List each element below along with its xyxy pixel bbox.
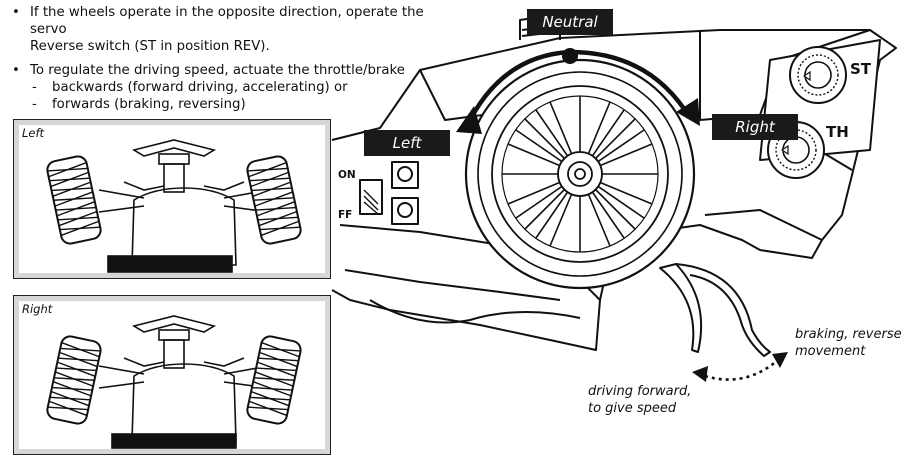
braking-note: braking, reverse movement	[795, 326, 905, 360]
bullet-dot: •	[12, 63, 20, 78]
sub-item-text: backwards (forward driving, accelerating…	[52, 80, 348, 95]
dash: -	[32, 80, 37, 95]
panel-steer-right: Right	[13, 295, 331, 455]
bullet-dot: •	[12, 5, 20, 20]
bullet-text-line: To regulate the driving speed, actuate t…	[30, 63, 405, 78]
sub-item: - backwards (forward driving, accelerati…	[30, 79, 448, 96]
car-front-left-illustration	[46, 139, 302, 273]
right-wheel	[246, 335, 302, 425]
left-tag: Left	[364, 130, 450, 156]
note-line: to give speed	[588, 401, 677, 416]
th-label: TH	[826, 123, 849, 141]
forward-note: driving forward, to give speed	[588, 383, 728, 417]
neutral-point	[562, 48, 578, 64]
car-front-right-illustration	[46, 315, 302, 449]
dash: -	[32, 97, 37, 112]
panel-label: Right	[22, 302, 53, 316]
trigger-direction-arrow	[704, 359, 779, 381]
steering-wheel	[464, 58, 696, 290]
transmitter-body	[331, 29, 897, 351]
panel-steer-left: Left	[13, 119, 331, 279]
bullet-text-line: Reverse switch (ST in position REV).	[30, 39, 270, 54]
st-label: ST	[850, 60, 872, 78]
left-wheel	[46, 155, 102, 245]
neutral-tag: Neutral	[527, 9, 613, 35]
sub-item-text: forwards (braking, reversing)	[52, 97, 246, 112]
arrowhead	[772, 352, 788, 368]
bullet-text-line: If the wheels operate in the opposite di…	[30, 5, 424, 37]
off-label: FF	[338, 209, 353, 221]
note-line: movement	[795, 344, 866, 359]
instructions: • If the wheels operate in the opposite …	[8, 4, 448, 120]
st-knob	[789, 46, 847, 104]
right-wheel	[246, 155, 302, 245]
right-tag: Right	[712, 114, 798, 140]
throttle-trigger	[659, 263, 703, 353]
note-line: braking, reverse	[795, 327, 902, 342]
arrowhead-left	[456, 106, 482, 134]
note-line: driving forward,	[588, 384, 692, 399]
arrowhead-right	[676, 98, 700, 126]
panel-label: Left	[22, 126, 45, 140]
instruction-bullet-driving-speed: • To regulate the driving speed, actuate…	[8, 62, 448, 113]
arrowhead	[692, 366, 708, 382]
instruction-bullet-servo-reverse: • If the wheels operate in the opposite …	[8, 4, 448, 55]
on-label: ON	[338, 169, 356, 181]
left-wheel	[46, 335, 102, 425]
sub-item: - forwards (braking, reversing)	[30, 96, 448, 113]
